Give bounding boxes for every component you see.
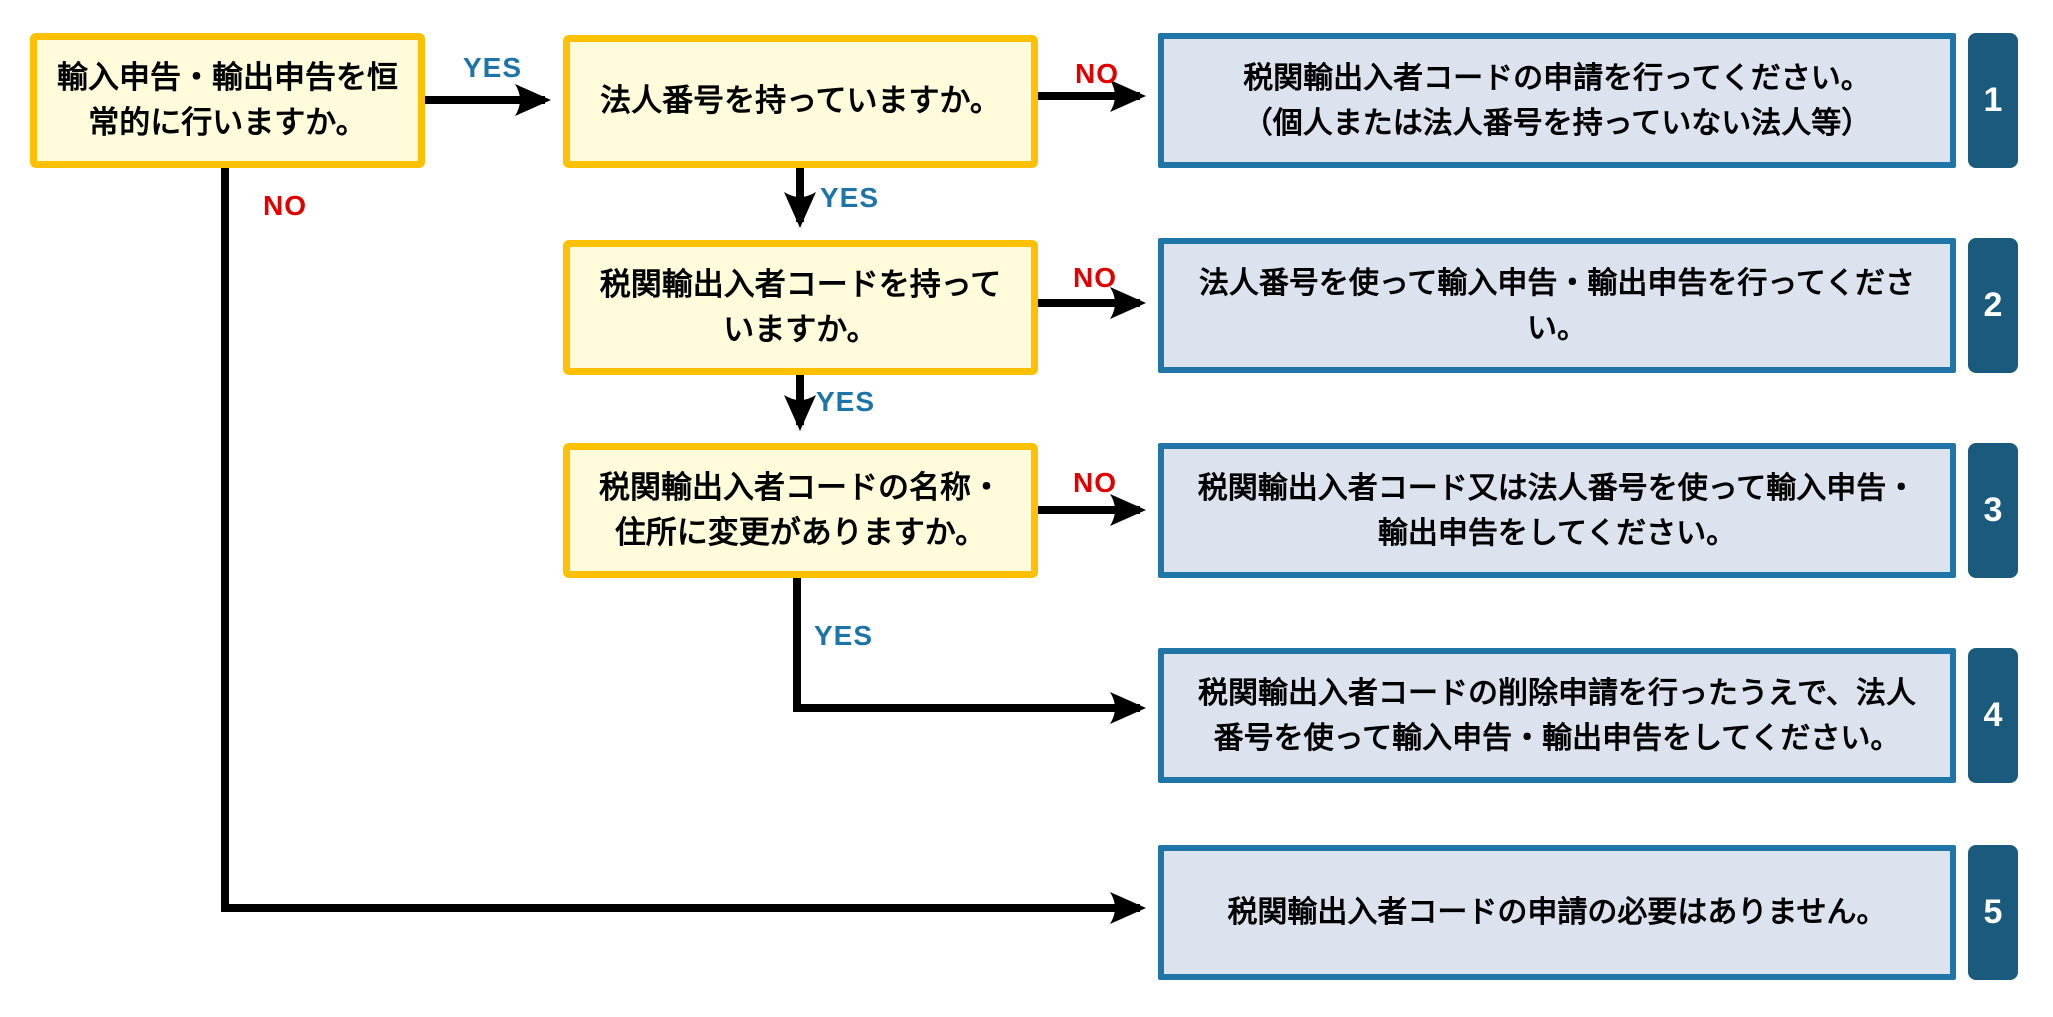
result-box-5: 税関輸出入者コードの申請の必要はありません。 xyxy=(1158,845,1956,980)
result-number-tab-2: 2 xyxy=(1968,238,2018,373)
edge-label-no-q3-r2: NO xyxy=(1073,262,1117,293)
result-number-tab-1: 1 xyxy=(1968,33,2018,168)
result-number-tab-5: 5 xyxy=(1968,845,2018,980)
edge-label-no-q1-r5: NO xyxy=(263,190,307,221)
result-box-4: 税関輸出入者コードの削除申請を行ったうえで、法人 番号を使って輸入申告・輸出申告… xyxy=(1158,648,1956,783)
edge-label-yes-q1-q2: YES xyxy=(463,52,523,83)
edge-label-no-q2-r1: NO xyxy=(1075,58,1119,89)
result-box-2: 法人番号を使って輸入申告・輸出申告を行ってくださ い。 xyxy=(1158,238,1956,373)
result-box-1: 税関輸出入者コードの申請を行ってください。 （個人または法人番号を持っていない法… xyxy=(1158,33,1956,168)
edge-label-yes-q4-r4: YES xyxy=(814,620,874,651)
question-box-name-address-change: 税関輸出入者コードの名称・ 住所に変更がありますか。 xyxy=(563,443,1038,578)
edge-label-yes-q3-q4: YES xyxy=(816,386,876,417)
question-box-regular-declarations: 輸入申告・輸出申告を恒 常的に行いますか。 xyxy=(30,33,425,168)
question-box-customs-code: 税関輸出入者コードを持って いますか。 xyxy=(563,240,1038,375)
question-box-corporate-number: 法人番号を持っていますか。 xyxy=(563,35,1038,168)
result-number-tab-4: 4 xyxy=(1968,648,2018,783)
result-number-tab-3: 3 xyxy=(1968,443,2018,578)
edge-label-yes-q2-q3: YES xyxy=(820,182,880,213)
result-box-3: 税関輸出入者コード又は法人番号を使って輸入申告・ 輸出申告をしてください。 xyxy=(1158,443,1956,578)
edge-label-no-q4-r3: NO xyxy=(1073,467,1117,498)
